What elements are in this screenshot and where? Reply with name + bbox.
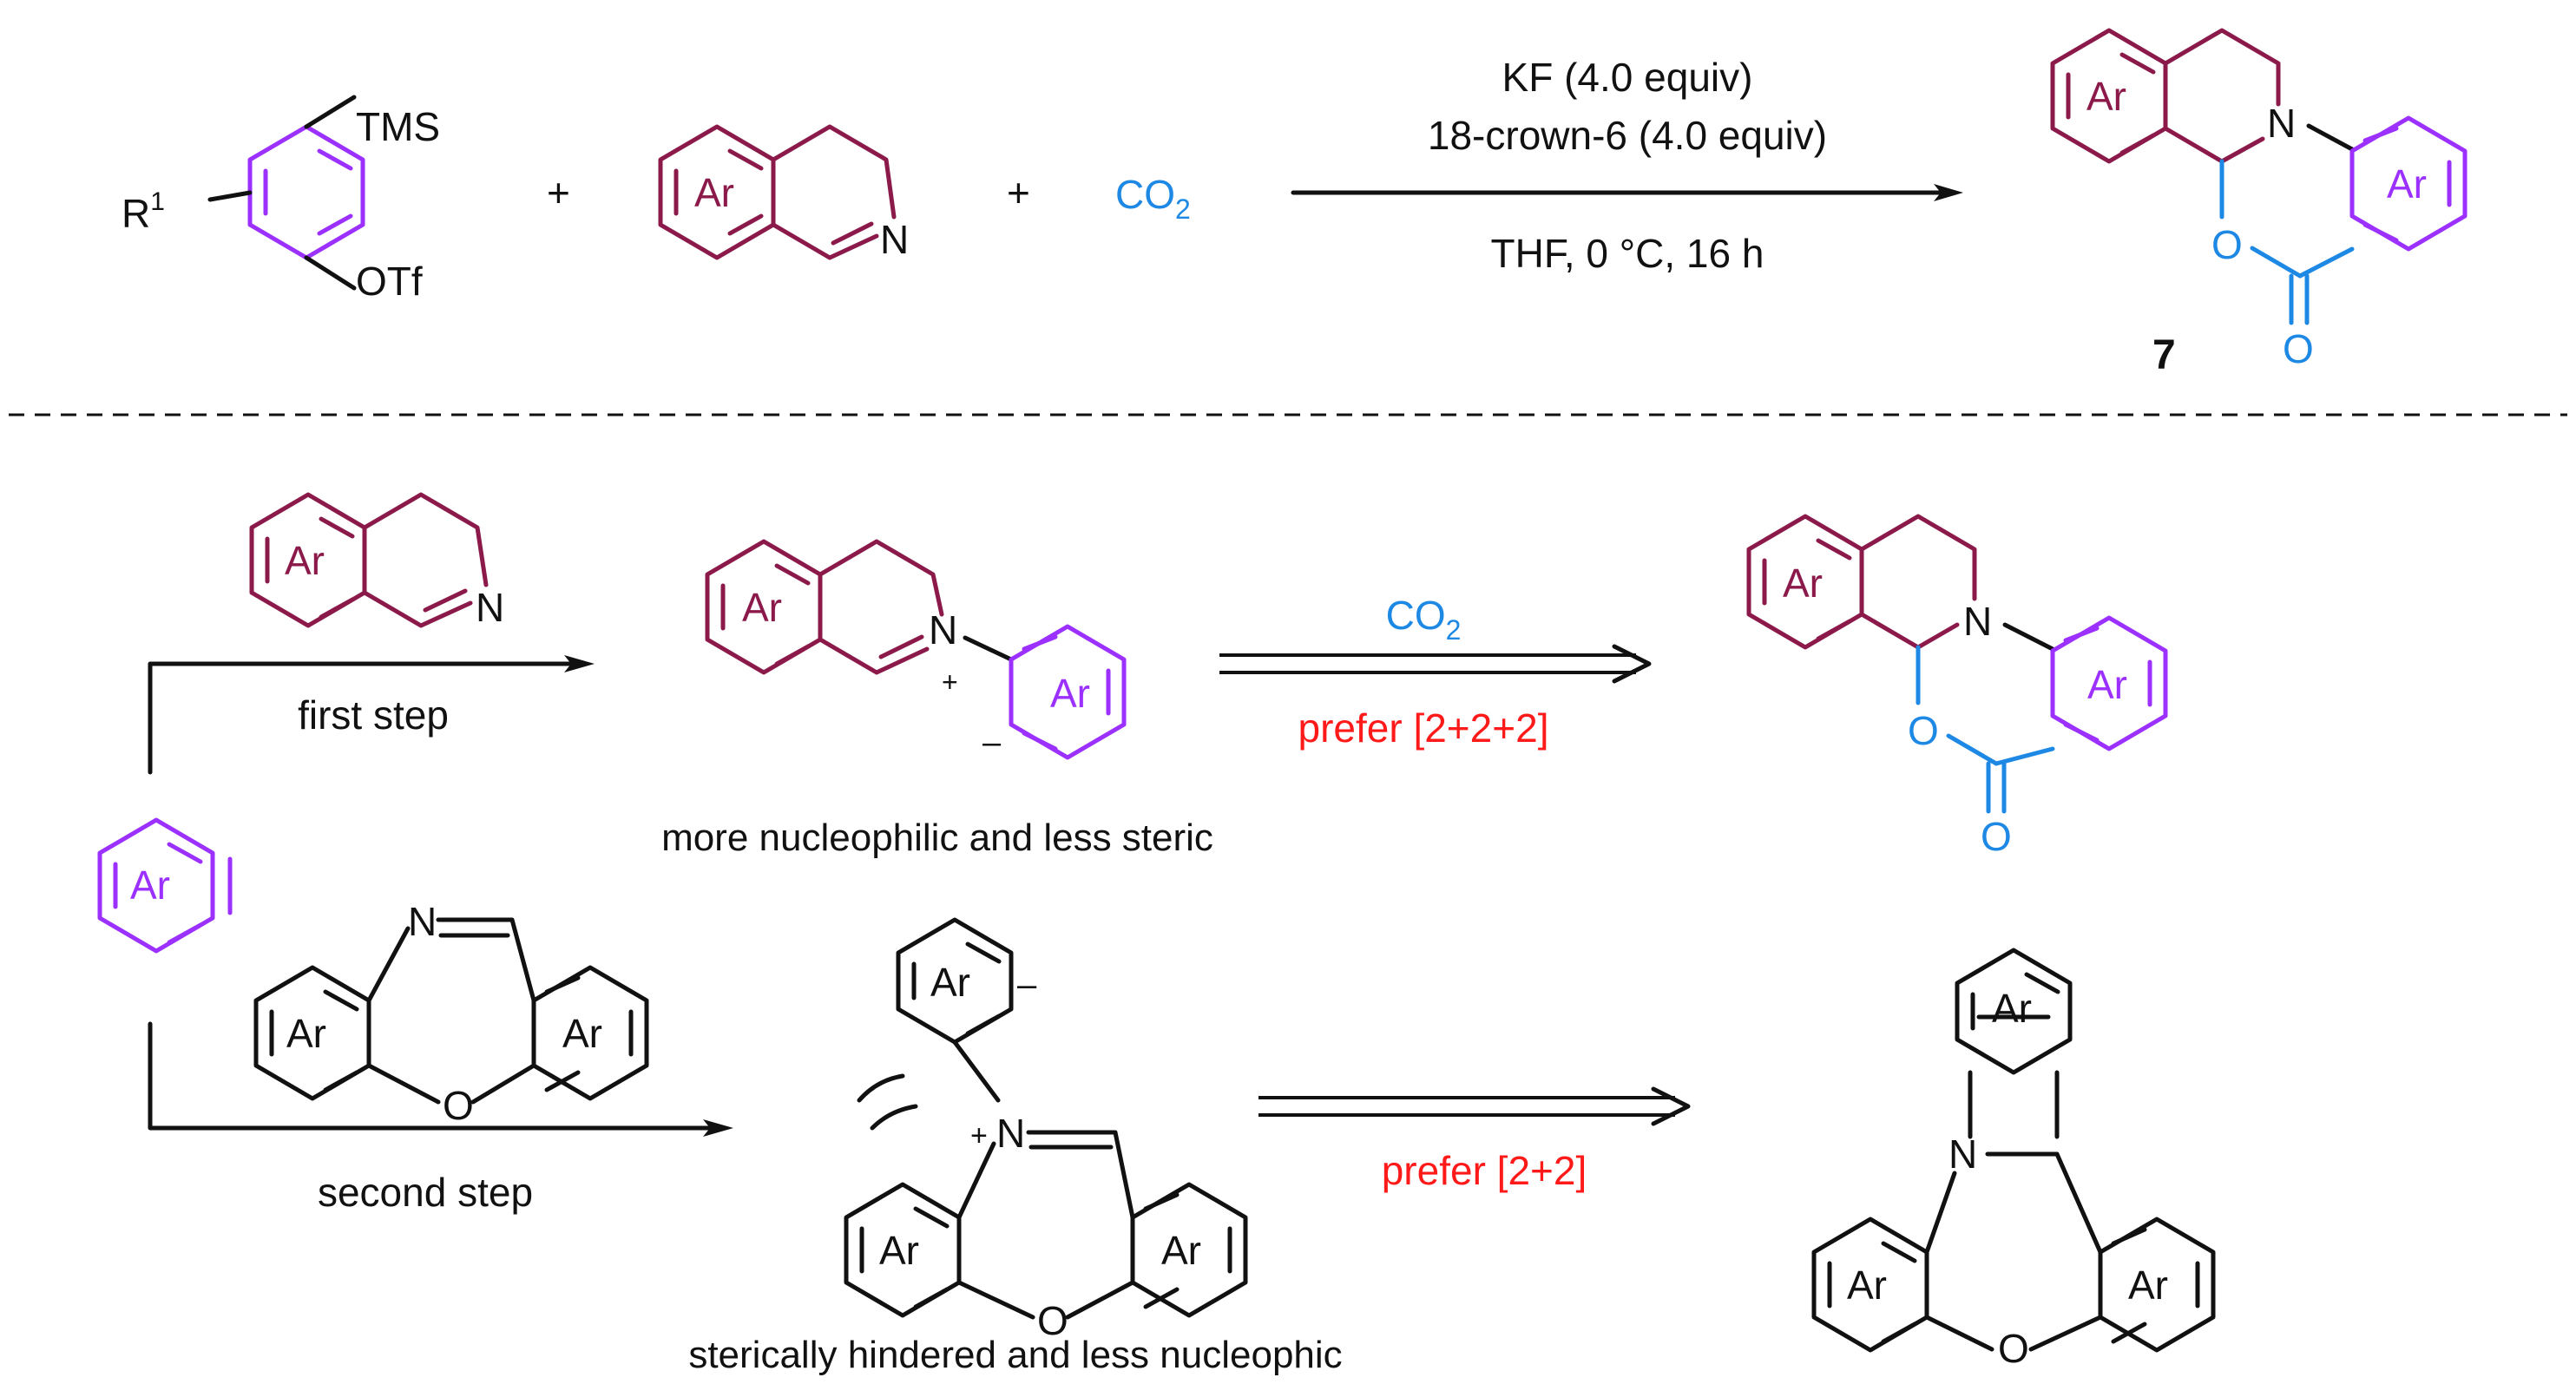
product-7: Ar Ar N O O 7: [2050, 28, 2468, 378]
plus-charge: +: [970, 1119, 988, 1152]
aryne-ar-label: Ar: [130, 863, 170, 908]
prefer-22-label: prefer [2+2]: [1382, 1148, 1587, 1193]
second-intermediate: Ar Ar Ar N O + –: [844, 917, 1248, 1343]
prefer-222-label: prefer [2+2+2]: [1298, 705, 1549, 751]
first-intermediate: Ar Ar N + –: [705, 539, 1127, 761]
ring-top-ar: Ar: [930, 960, 970, 1005]
otf-label: OTf: [356, 259, 423, 304]
o-atom-label: O: [1998, 1326, 2029, 1371]
ring-left-ar: Ar: [879, 1228, 919, 1273]
conditions-solvent: THF, 0 °C, 16 h: [1491, 231, 1764, 276]
first-step-arrow: [148, 655, 595, 775]
o-ring-label: O: [1908, 708, 1939, 753]
o-atom-label: O: [443, 1083, 474, 1128]
plus-charge: +: [942, 666, 958, 698]
conditions-line-1: KF (4.0 equiv): [1502, 55, 1753, 100]
ring-left-ar: Ar: [1783, 561, 1823, 606]
double-arrow-22: [1258, 1086, 1691, 1126]
first-step-label: first step: [298, 692, 449, 738]
aryne-precursor: TMS OTf R1: [122, 95, 440, 304]
second-step-label: second step: [318, 1170, 533, 1215]
second-step-reagent: Ar Ar N O: [253, 899, 649, 1128]
ring-right-ar: Ar: [2128, 1263, 2168, 1308]
n-atom-label: N: [929, 607, 957, 653]
ar-label: Ar: [694, 170, 734, 215]
conditions-line-2: 18-crown-6 (4.0 equiv): [1428, 113, 1827, 158]
svg-text:R1: R1: [122, 187, 165, 236]
n-atom-label: N: [2267, 101, 2296, 146]
n-atom-label: N: [476, 585, 504, 630]
plus-sign-2: +: [1007, 170, 1030, 215]
r1-label: R: [122, 191, 150, 236]
first-pathway-product: Ar Ar N O O: [1746, 514, 2168, 859]
n-atom-label: N: [880, 217, 909, 262]
o-carbonyl-label: O: [2283, 326, 2314, 371]
ring-top-ar: Ar: [1992, 986, 2032, 1031]
n-atom-label: N: [1948, 1131, 1977, 1177]
o-carbonyl-label: O: [1981, 814, 2012, 859]
ring-right-ar: Ar: [2387, 161, 2427, 207]
minus-charge: –: [1017, 966, 1037, 1004]
compound-number: 7: [2152, 332, 2176, 378]
n-atom-label: N: [1963, 599, 1992, 644]
n-atom-label: N: [996, 1111, 1025, 1156]
second-pathway-product: Ar Ar Ar N O: [1811, 948, 2216, 1371]
ring-right-ar: Ar: [1050, 671, 1090, 716]
co2-arrow-label: CO2: [1386, 593, 1462, 646]
tms-label: TMS: [356, 104, 440, 149]
second-step-arrow: [148, 1021, 733, 1137]
aryne-intermediate: Ar: [97, 817, 233, 954]
top-reaction-arrow: [1291, 184, 1963, 201]
o-atom-label: O: [1037, 1298, 1068, 1343]
second-intermediate-caption: sterically hindered and less nucleophic: [688, 1334, 1342, 1376]
dihydroisoquinoline-reagent: Ar N: [658, 124, 909, 262]
plus-sign-1: +: [547, 170, 570, 215]
ring-right-ar: Ar: [2087, 662, 2127, 707]
minus-charge: –: [982, 725, 1002, 761]
ring-right-ar: Ar: [562, 1011, 602, 1056]
o-ring-label: O: [2211, 222, 2243, 267]
ring-left-ar: Ar: [286, 1011, 326, 1056]
ring-left-ar: Ar: [742, 585, 782, 630]
n-atom-label: N: [408, 899, 437, 944]
ar-label: Ar: [285, 538, 325, 583]
first-intermediate-caption: more nucleophilic and less steric: [661, 817, 1213, 859]
first-step-reagent: Ar N: [249, 492, 504, 630]
ring-right-ar: Ar: [1161, 1228, 1201, 1273]
co2-reagent: CO2: [1115, 172, 1191, 225]
double-arrow-co2: [1219, 644, 1652, 684]
r1-superscript: 1: [150, 187, 165, 216]
ring-left-ar: Ar: [2086, 74, 2126, 119]
ring-left-ar: Ar: [1847, 1263, 1887, 1308]
